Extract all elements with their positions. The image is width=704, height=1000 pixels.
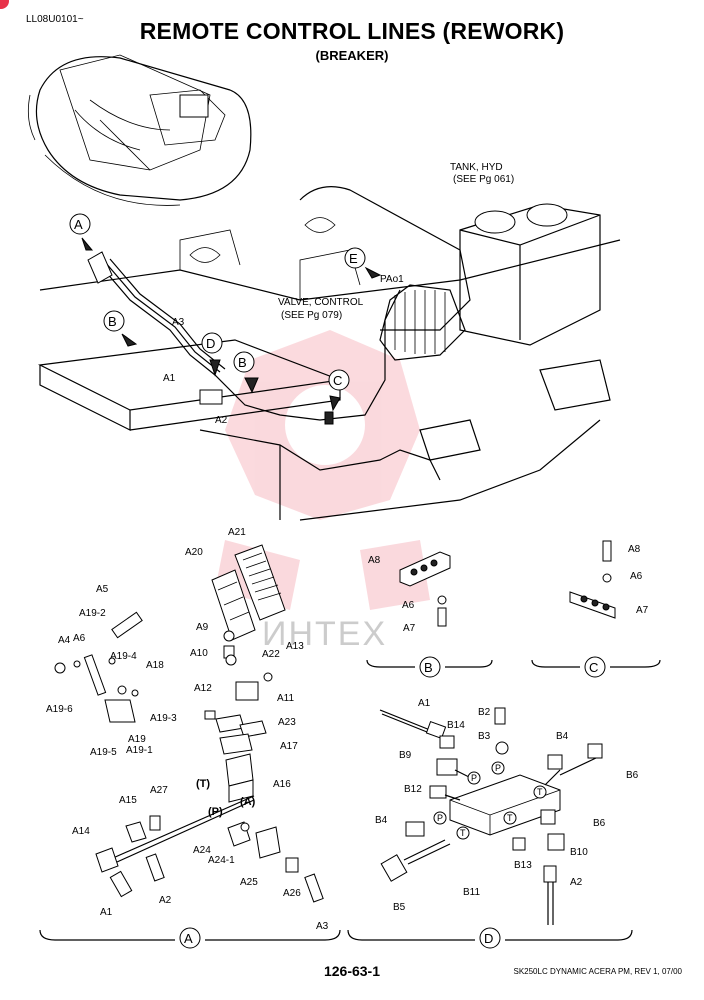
label-a15: A15 bbox=[119, 795, 137, 806]
marker-a: A bbox=[74, 217, 83, 232]
label-b-a8: A8 bbox=[368, 555, 381, 566]
label-d-b6-1: B6 bbox=[626, 770, 639, 781]
section-c-label: C bbox=[589, 660, 598, 675]
label-a13: A13 bbox=[286, 641, 304, 652]
d-mark-t3: T bbox=[507, 813, 513, 823]
label-a19-1: A19-1 bbox=[126, 745, 153, 756]
label-d-b11: B11 bbox=[463, 887, 480, 898]
label-a23: A23 bbox=[278, 717, 296, 728]
d-mark-t2: T bbox=[460, 828, 466, 838]
label-a26: A26 bbox=[283, 888, 301, 899]
label-a19-5: A19-5 bbox=[90, 747, 117, 758]
label-b-a6: A6 bbox=[402, 600, 415, 611]
section-d-bracket bbox=[347, 929, 633, 941]
section-a-label: A bbox=[184, 931, 193, 946]
label-a11: A11 bbox=[277, 693, 294, 704]
label-a18: A18 bbox=[146, 660, 164, 671]
label-a19: A19 bbox=[128, 734, 146, 745]
label-a1-bottom: A1 bbox=[100, 907, 113, 918]
flow-a: (A) bbox=[240, 796, 256, 808]
top-label-a1: A1 bbox=[163, 373, 176, 384]
section-c-parts bbox=[569, 540, 616, 619]
label-d-b14: B14 bbox=[447, 720, 465, 731]
label-a25: A25 bbox=[240, 877, 258, 888]
label-d-b2: B2 bbox=[478, 707, 491, 718]
section-c-bracket bbox=[531, 659, 661, 668]
label-d-b10: B10 bbox=[570, 847, 588, 858]
section-b-parts bbox=[399, 551, 451, 627]
page-title: REMOTE CONTROL LINES (REWORK) bbox=[139, 18, 565, 44]
label-a22: A22 bbox=[262, 649, 280, 660]
label-a27: A27 bbox=[150, 785, 168, 796]
section-d-parts bbox=[379, 707, 603, 925]
label-d-b4-1: B4 bbox=[556, 731, 569, 742]
label-d-b13: B13 bbox=[514, 860, 532, 871]
footer-note: SK250LC DYNAMIC ACERA PM, REV 1, 07/00 bbox=[513, 967, 682, 976]
label-d-b9: B9 bbox=[399, 750, 412, 761]
label-a19-4: A19-4 bbox=[110, 651, 137, 662]
label-a4: A4 bbox=[58, 635, 71, 646]
label-a21: A21 bbox=[228, 527, 246, 538]
label-b-a7: A7 bbox=[403, 623, 416, 634]
section-b-bracket bbox=[366, 659, 493, 668]
valve-callout-1: VALVE, CONTROL bbox=[278, 297, 364, 308]
marker-c: C bbox=[333, 373, 342, 388]
d-mark-p3: P bbox=[437, 813, 443, 823]
flow-t: (T) bbox=[196, 778, 210, 790]
section-a-parts bbox=[54, 544, 324, 903]
label-d-b5: B5 bbox=[393, 902, 406, 913]
top-label-a2: A2 bbox=[215, 415, 228, 426]
watermark-text: ИНТЕХ bbox=[262, 615, 387, 653]
label-d-a1: A1 bbox=[418, 698, 431, 709]
label-a14: A14 bbox=[72, 826, 90, 837]
label-a20: A20 bbox=[185, 547, 203, 558]
doc-code: LL08U0101~ bbox=[26, 14, 84, 25]
label-a2-bottom: A2 bbox=[159, 895, 172, 906]
section-b-label: B bbox=[424, 660, 433, 675]
label-a19-2: A19-2 bbox=[79, 608, 106, 619]
valve-callout-2: (SEE Pg 079) bbox=[281, 310, 342, 321]
label-a9: A9 bbox=[196, 622, 209, 633]
tank-callout-2: (SEE Pg 061) bbox=[453, 174, 514, 185]
marker-e: E bbox=[349, 251, 358, 266]
section-a-bracket bbox=[39, 929, 341, 941]
label-d-b6-2: B6 bbox=[593, 818, 606, 829]
label-c-a8: A8 bbox=[628, 544, 641, 555]
d-mark-p2: P bbox=[495, 763, 501, 773]
port-callout: PAo1 bbox=[380, 274, 404, 285]
section-d-label: D bbox=[484, 931, 493, 946]
marker-d: D bbox=[206, 336, 215, 351]
marker-b-2: B bbox=[238, 355, 247, 370]
label-d-b12: B12 bbox=[404, 784, 422, 795]
machine-thumbnail bbox=[27, 54, 252, 206]
d-mark-p1: P bbox=[471, 773, 477, 783]
top-label-a3: A3 bbox=[172, 317, 185, 328]
label-a16: A16 bbox=[273, 779, 291, 790]
label-a19-6: A19-6 bbox=[46, 704, 73, 715]
label-a10: A10 bbox=[190, 648, 208, 659]
label-a24-1: A24-1 bbox=[208, 855, 235, 866]
page-subtitle: (BREAKER) bbox=[315, 48, 389, 63]
label-a5: A5 bbox=[96, 584, 109, 595]
label-d-b3: B3 bbox=[478, 731, 491, 742]
label-a24: A24 bbox=[193, 845, 211, 856]
pilot-lines bbox=[87, 251, 401, 425]
label-a3-bottom: A3 bbox=[316, 921, 329, 932]
d-mark-t1: T bbox=[537, 787, 543, 797]
label-a17: A17 bbox=[280, 741, 298, 752]
corner-mark bbox=[0, 0, 9, 9]
label-d-a2: A2 bbox=[570, 877, 583, 888]
flow-p: (P) bbox=[208, 806, 223, 818]
label-a6-1: A6 bbox=[73, 633, 86, 644]
label-c-a6: A6 bbox=[630, 571, 643, 582]
detail-markers: A B D B C E bbox=[69, 213, 382, 412]
tank-callout-1: TANK, HYD bbox=[450, 162, 503, 173]
page-number: 126-63-1 bbox=[323, 963, 381, 979]
label-a19-3: A19-3 bbox=[150, 713, 177, 724]
label-a12: A12 bbox=[194, 683, 212, 694]
label-c-a7: A7 bbox=[636, 605, 649, 616]
marker-b-1: B bbox=[108, 314, 117, 329]
label-d-b4-2: B4 bbox=[375, 815, 388, 826]
